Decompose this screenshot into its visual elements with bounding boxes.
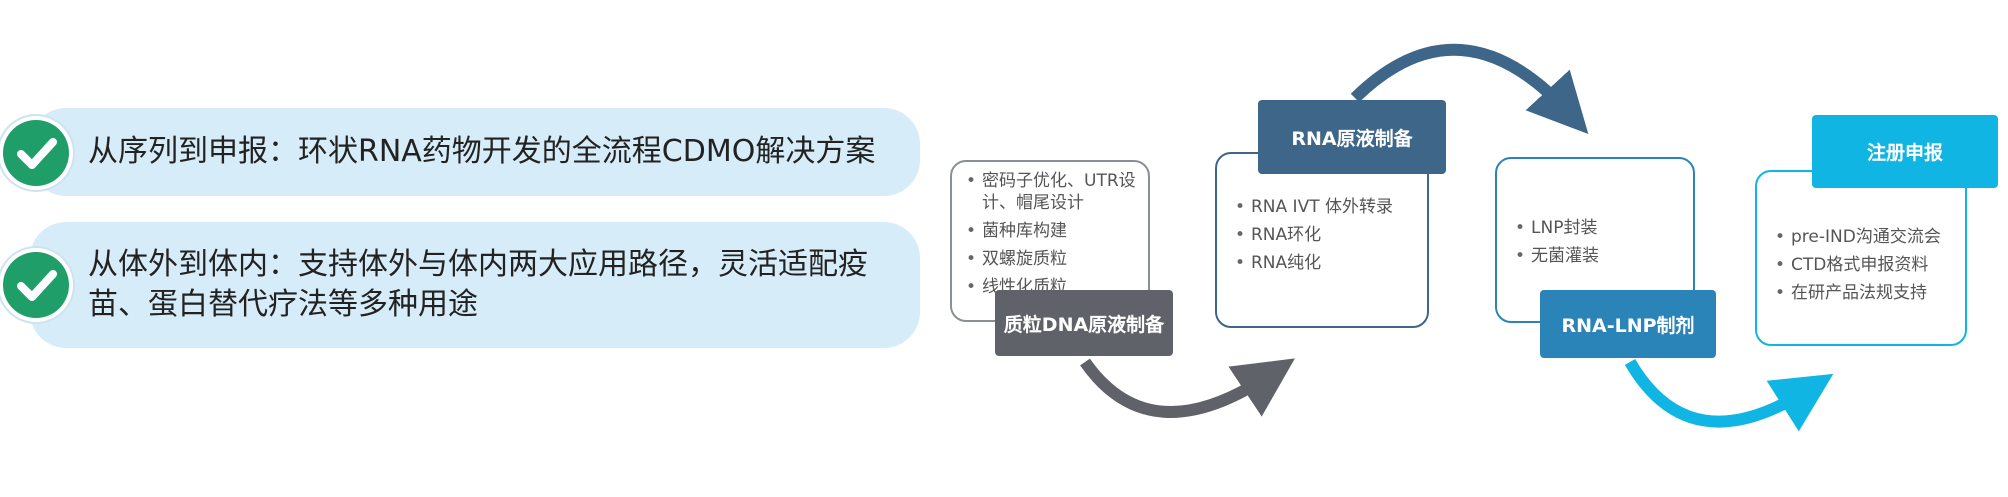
arrow-lnp-to-filing [1624,358,1834,432]
check-icon [3,252,69,318]
step-box-filing: pre-IND沟通交流会 CTD格式申报资料 在研产品法规支持 [1755,170,1967,346]
step-item: RNA IVT 体外转录 [1231,196,1419,218]
step-item: 菌种库构建 [962,220,1140,242]
step-item: RNA环化 [1231,224,1419,246]
step-title-rna: RNA原液制备 [1258,100,1446,174]
arrow-rna-to-lnp [1350,43,1589,135]
feature-text: 从体外到体内：支持体外与体内两大应用路径，灵活适配疫苗、蛋白替代疗法等多种用途 [88,247,868,322]
step-item: CTD格式申报资料 [1771,254,1957,276]
step-title-rna-lnp: RNA-LNP制剂 [1540,290,1716,358]
feature-pill-in-vitro-to-in-vivo: 从体外到体内：支持体外与体内两大应用路径，灵活适配疫苗、蛋白替代疗法等多种用途 [30,222,920,348]
step-item: RNA纯化 [1231,252,1419,274]
step-item: 双螺旋质粒 [962,248,1140,270]
feature-pill-sequence-to-filing: 从序列到申报：环状RNA药物开发的全流程CDMO解决方案 [30,108,920,196]
step-title-filing: 注册申报 [1812,115,1998,188]
feature-text: 从序列到申报：环状RNA药物开发的全流程CDMO解决方案 [88,134,876,169]
step-box-rna: RNA IVT 体外转录 RNA环化 RNA纯化 [1215,152,1429,328]
step-title-plasmid-dna: 质粒DNA原液制备 [995,290,1173,356]
check-icon [3,120,69,186]
step-item: 密码子优化、UTR设计、帽尾设计 [962,170,1140,214]
step-item: LNP封装 [1511,217,1685,239]
step-item: 在研产品法规支持 [1771,282,1957,304]
arrow-plasmid-to-rna [1080,358,1295,418]
step-item: 无菌灌装 [1511,245,1685,267]
step-item: pre-IND沟通交流会 [1771,226,1957,248]
